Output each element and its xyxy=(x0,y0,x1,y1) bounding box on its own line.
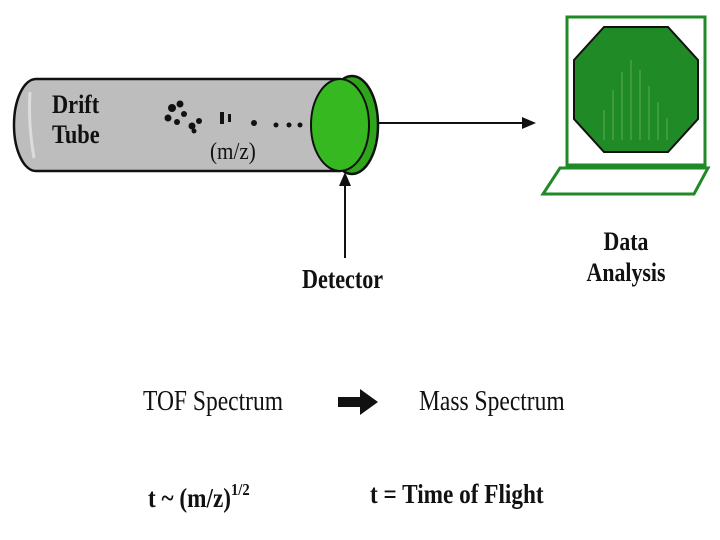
drift-tube-label: Drift Tube xyxy=(52,90,100,150)
ion-cluster xyxy=(191,128,197,134)
ion-dot xyxy=(251,120,257,126)
detector xyxy=(310,74,380,258)
time-formula-base: t ~ (m/z) xyxy=(148,483,231,513)
keyboard xyxy=(540,166,711,196)
data-analysis-label: Data Analysis xyxy=(579,227,673,288)
ion-cluster xyxy=(168,104,176,112)
signal-arrowhead xyxy=(522,117,536,129)
conversion-arrow xyxy=(338,389,378,415)
drift-tube-label-line2: Tube xyxy=(52,119,100,149)
ion-dot xyxy=(297,122,303,128)
ion-mz-label: (m/z) xyxy=(210,139,256,165)
ion-cluster xyxy=(164,114,172,122)
data-analysis-label-line1: Data xyxy=(603,227,649,256)
signal-arrow xyxy=(378,117,536,129)
tof-spectrum-label: TOF Spectrum xyxy=(143,386,284,417)
ion-dot xyxy=(286,122,292,128)
ion-dot xyxy=(273,122,279,128)
detector-pointer-arrowhead xyxy=(339,172,351,186)
ion-cluster xyxy=(196,118,202,124)
ion-cluster xyxy=(174,119,180,125)
time-definition: t = Time of Flight xyxy=(370,479,544,509)
drift-tube-highlight xyxy=(28,91,36,159)
ion-cluster xyxy=(181,111,187,117)
ion-packet xyxy=(228,114,231,122)
time-formula-exponent: 1/2 xyxy=(230,480,250,499)
spectrum-peaks xyxy=(603,60,668,140)
monitor-screen xyxy=(573,26,699,153)
data-analysis-label-line2: Analysis xyxy=(586,257,666,287)
drift-tube-label-line1: Drift xyxy=(52,90,100,119)
time-formula: t ~ (m/z)1/2 xyxy=(148,481,250,512)
mass-spectrum-label: Mass Spectrum xyxy=(419,386,565,417)
detector-label: Detector xyxy=(302,264,384,294)
detector-face xyxy=(310,78,370,172)
ion-cluster xyxy=(188,122,196,130)
ion-packets xyxy=(164,100,303,134)
ion-packet xyxy=(220,112,224,124)
ion-cluster xyxy=(176,100,184,108)
computer xyxy=(540,15,711,196)
